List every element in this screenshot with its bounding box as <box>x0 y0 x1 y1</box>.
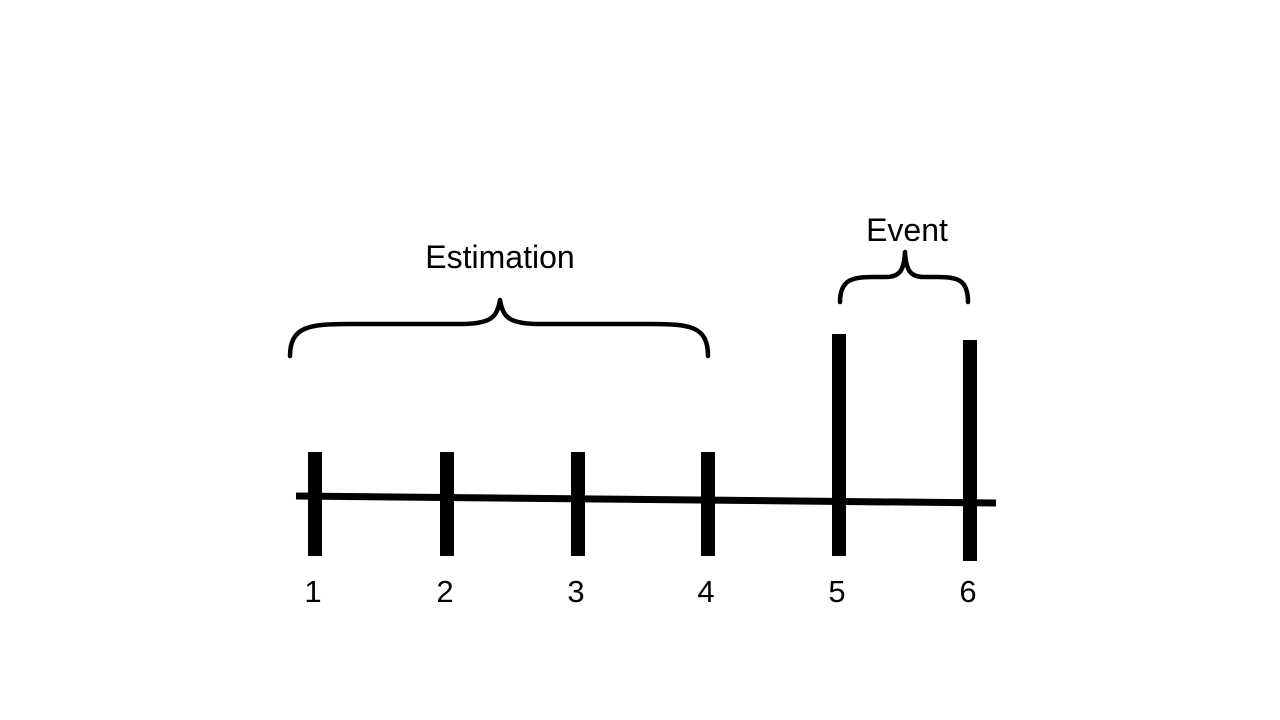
tick-label-4: 4 <box>697 574 714 609</box>
estimation-label: Estimation <box>425 239 574 275</box>
timeline-axis <box>295 492 997 507</box>
tick-marks <box>308 334 977 561</box>
estimation-brace <box>287 297 711 359</box>
tick-mark-5 <box>832 334 846 556</box>
tick-label-6: 6 <box>959 574 976 609</box>
tick-label-5: 5 <box>828 574 845 609</box>
tick-label-1: 1 <box>304 574 321 609</box>
tick-labels: 1 2 3 4 5 6 <box>304 574 976 609</box>
tick-mark-3 <box>571 452 585 556</box>
tick-mark-4 <box>701 452 715 556</box>
tick-label-2: 2 <box>436 574 453 609</box>
tick-mark-2 <box>440 452 454 556</box>
event-brace <box>837 249 971 305</box>
tick-label-3: 3 <box>567 574 584 609</box>
tick-mark-1 <box>308 452 322 556</box>
event-label: Event <box>866 212 948 248</box>
tick-mark-6 <box>963 340 977 561</box>
